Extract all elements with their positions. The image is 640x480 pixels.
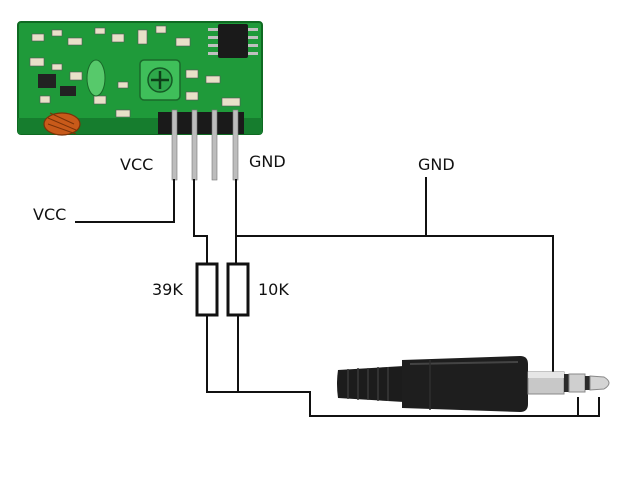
plug-ring-insulator [564, 374, 569, 392]
resistor-39k [195, 262, 219, 317]
crystal [86, 59, 106, 97]
wire-data-to-39k [193, 179, 208, 265]
plug-ring [568, 373, 586, 393]
plug-strain-relief [337, 366, 404, 402]
label-vcc-pin: VCC [120, 155, 153, 174]
inductor-coil [43, 112, 81, 136]
wires [75, 177, 600, 417]
label-resistor-39k: 39K [152, 280, 183, 299]
resistor-10k [226, 262, 250, 317]
plug-tip [589, 375, 610, 391]
wire-vcc [75, 179, 175, 223]
ic-chip [208, 24, 258, 58]
smd-components [29, 25, 241, 118]
pin-gnd [232, 109, 239, 181]
potentiometer [139, 59, 181, 101]
label-gnd-pin: GND [249, 152, 286, 171]
pin-data-2 [211, 109, 218, 181]
wire-gnd-bus [235, 235, 554, 373]
plug-body [402, 356, 528, 412]
label-resistor-10k: 10K [258, 280, 289, 299]
transistor [38, 74, 56, 88]
pin-vcc [171, 109, 178, 181]
plug-tip-insulator [585, 376, 590, 390]
pin-data-1 [191, 109, 198, 181]
audio-plug [337, 356, 610, 412]
label-gnd-bus: GND [418, 155, 455, 174]
label-vcc-input: VCC [33, 205, 66, 224]
transistor-2 [60, 86, 76, 96]
pin-header [158, 109, 244, 181]
wire-resistor-bottom [206, 314, 600, 417]
rf-receiver-module [17, 21, 263, 181]
